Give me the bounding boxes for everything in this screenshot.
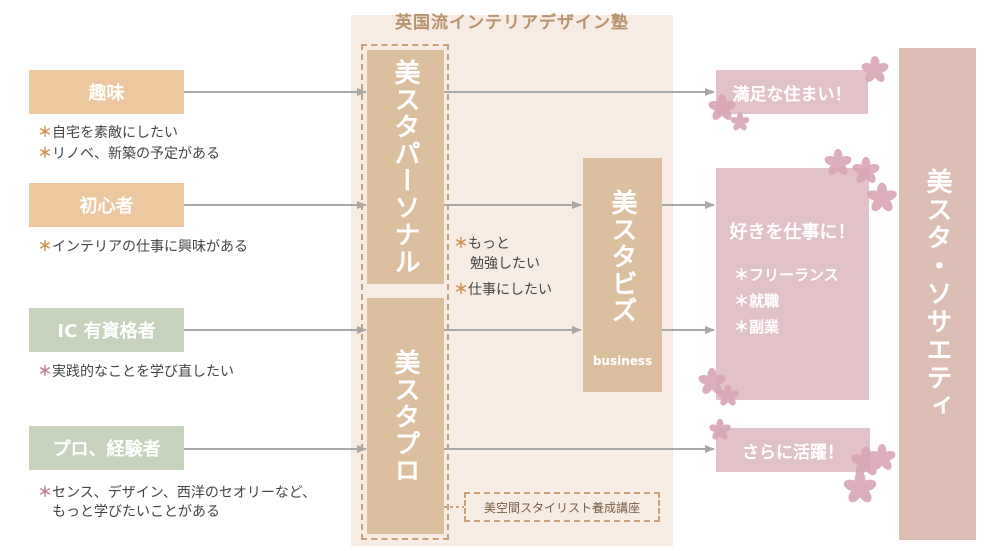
profile-pro-desc-2: もっと学びたいことがある	[52, 504, 220, 520]
sakura-icon	[865, 182, 899, 214]
profile-beginner-desc-1: ＊インテリアの仕事に興味がある	[38, 239, 248, 255]
sakura-icon	[823, 149, 853, 177]
sakura-icon	[851, 157, 881, 185]
sakura-icon	[842, 471, 878, 505]
middle-note-1: ＊もっと	[454, 236, 510, 252]
sakura-icon	[708, 418, 732, 442]
society-bar: 美スタ・ソサエティ	[899, 48, 976, 540]
certificate-course: 美空間スタイリスト養成講座	[464, 492, 660, 522]
sakura-icon	[729, 112, 751, 132]
profile-pro-desc-1: ＊センス、デザイン、西洋のセオリーなど、	[38, 485, 317, 501]
outcome-work-item-1: ＊フリーランス	[734, 266, 839, 284]
outcome-work-item-2: ＊就職	[734, 292, 780, 310]
profile-ic-desc-1: ＊実践的なことを学び直したい	[38, 364, 234, 380]
course-personal: 美スタパーソナル	[367, 50, 444, 284]
middle-note-3: ＊仕事にしたい	[454, 282, 552, 298]
course-biz-subtitle: business	[592, 354, 653, 368]
course-pro: 美スタプロ	[367, 298, 444, 534]
sakura-icon	[860, 56, 890, 84]
course-biz: 美スタビズ business	[583, 158, 662, 392]
profile-hobby-desc-1: ＊自宅を素敵にしたい	[38, 125, 178, 141]
school-title: 英国流インテリアデザイン塾	[395, 13, 629, 33]
course-group-outline	[361, 44, 449, 540]
profile-ic-qualified: IC 有資格者	[29, 308, 184, 352]
outcome-home: 満足な住まい！	[716, 70, 868, 114]
outcome-work-title: 好きを仕事に！	[729, 222, 856, 243]
profile-hobby: 趣味	[29, 70, 184, 114]
profile-hobby-desc-2: ＊リノベ、新築の予定がある	[38, 146, 220, 162]
course-biz-title: 美スタビズ	[607, 188, 637, 324]
outcome-active: さらに活躍！	[716, 428, 870, 472]
profile-beginner: 初心者	[29, 183, 184, 227]
outcome-work-item-3: ＊副業	[734, 318, 780, 336]
outcome-work: 好きを仕事に！ ＊フリーランス ＊就職 ＊副業	[716, 168, 869, 400]
profile-professional: プロ、経験者	[29, 426, 184, 470]
middle-note-2: 勉強したい	[470, 256, 540, 272]
